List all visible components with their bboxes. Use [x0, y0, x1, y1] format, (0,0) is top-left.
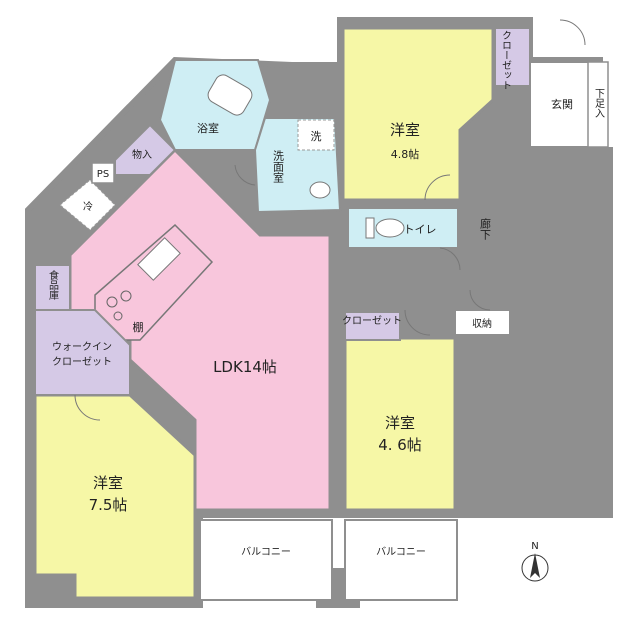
door-arc	[469, 289, 491, 311]
column-bottom-left	[28, 575, 73, 607]
label-balcony-right: バルコニー	[376, 546, 426, 558]
label-fridge: 冷	[83, 200, 93, 213]
label-closet-mid: クローゼット	[342, 315, 402, 327]
balcony-right	[344, 519, 458, 601]
door-arc	[74, 394, 101, 421]
label-toilet: トイレ	[404, 223, 437, 236]
walk-in-closet	[34, 309, 131, 396]
label-bedroom-b-size: 4.8帖	[391, 148, 420, 161]
door-arc	[404, 309, 431, 336]
wash-basin	[309, 181, 331, 199]
door-arc	[439, 247, 461, 271]
label-washer: 洗	[311, 130, 322, 143]
label-bath: 浴室	[197, 121, 219, 135]
closet-mid	[344, 311, 401, 341]
column-center	[330, 225, 348, 255]
washer-space	[297, 119, 335, 151]
door-swings	[74, 19, 586, 421]
bath-room	[158, 59, 272, 151]
compass-label: N	[531, 541, 538, 552]
label-ps: PS	[97, 169, 109, 180]
stove-burner	[106, 296, 118, 308]
toilet-bowl	[375, 218, 405, 238]
bedroom-c	[343, 336, 457, 512]
toilet-tank	[365, 217, 375, 239]
label-bedroom-c-name: 洋室	[385, 414, 415, 432]
stove-burner	[120, 290, 132, 302]
entrance	[529, 61, 599, 148]
pantry	[34, 264, 71, 311]
balcony-left	[199, 519, 333, 601]
stove-burner	[113, 311, 123, 321]
fridge-space	[59, 179, 116, 231]
label-balcony-left: バルコニー	[241, 546, 291, 558]
label-wic-line2: クローゼット	[52, 356, 112, 368]
label-closet-top: クローゼット	[500, 30, 512, 90]
label-wic-line1: ウォークイン	[52, 341, 112, 353]
label-entrance: 玄関	[551, 97, 573, 111]
door-arc	[234, 164, 256, 186]
label-hallway: 廊下	[479, 217, 492, 241]
label-bedroom-a-size: 7.5帖	[89, 496, 128, 514]
label-bedroom-c-size: 4. 6帖	[378, 436, 422, 454]
bedroom-a	[33, 393, 197, 600]
door-arc	[559, 19, 586, 46]
label-bedroom-a-name: 洋室	[93, 474, 123, 492]
north-arrow-icon	[521, 553, 549, 582]
bathtub	[207, 74, 253, 116]
bedroom-b	[341, 26, 495, 202]
label-shelf: 棚	[133, 320, 144, 334]
label-ldk: LDK14帖	[213, 358, 277, 376]
label-storage-hall: 収納	[472, 317, 492, 330]
label-bedroom-b-name: 洋室	[390, 121, 420, 139]
label-storage-top: 物入	[132, 148, 152, 161]
hallway-wall	[459, 149, 610, 291]
label-shoe-box: 下足入	[593, 88, 605, 118]
label-washroom: 洗面室	[272, 150, 285, 183]
closet-top	[494, 27, 531, 87]
shoe-box	[587, 61, 609, 148]
kitchen-sink	[137, 237, 181, 281]
door-arc	[424, 174, 451, 201]
label-pantry: 食品庫	[47, 269, 59, 301]
storage-hall	[454, 309, 511, 336]
storage-top	[114, 123, 177, 176]
column-left	[28, 225, 40, 270]
